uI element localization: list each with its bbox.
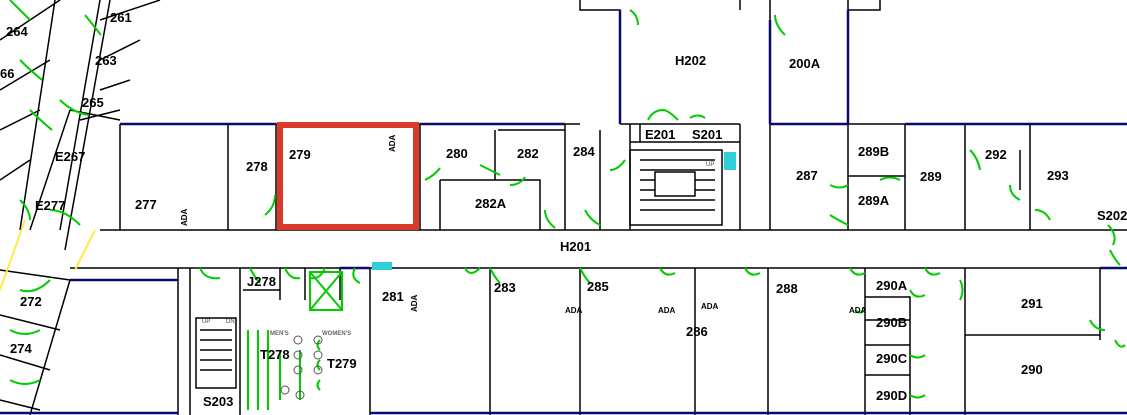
stair-up-label-s203: UP — [202, 319, 211, 325]
room-t278[interactable]: T278 — [260, 347, 290, 362]
room-282[interactable]: 282 — [517, 146, 539, 161]
room-290a[interactable]: 290A — [876, 278, 908, 293]
stair-dn-label-s203: DN — [226, 319, 235, 325]
room-s203[interactable]: S203 — [203, 394, 234, 409]
room-e201[interactable]: E201 — [645, 127, 676, 142]
room-289a[interactable]: 289A — [858, 193, 890, 208]
womens-restroom-sign: WOMEN'S — [322, 331, 352, 337]
mens-restroom-sign: MEN'S — [270, 331, 289, 337]
room-283[interactable]: 283 — [494, 280, 516, 295]
room-272[interactable]: 272 — [20, 294, 42, 309]
room-291[interactable]: 291 — [1021, 296, 1043, 311]
room-287[interactable]: 287 — [796, 168, 818, 183]
ada-281: ADA — [410, 294, 419, 312]
room-290b[interactable]: 290B — [876, 315, 908, 330]
room-280[interactable]: 280 — [446, 146, 468, 161]
room-288[interactable]: 288 — [776, 281, 798, 296]
room-200a[interactable]: 200A — [789, 56, 821, 71]
room-293[interactable]: 293 — [1047, 168, 1069, 183]
room-278[interactable]: 278 — [246, 159, 268, 174]
room-265[interactable]: 265 — [82, 95, 104, 110]
room-266[interactable]: 66 — [0, 66, 15, 81]
room-289b[interactable]: 289B — [858, 144, 890, 159]
outer-walls — [0, 10, 1127, 415]
room-289[interactable]: 289 — [920, 169, 942, 184]
ada-277: ADA — [180, 208, 189, 226]
door-swings — [9, 0, 1126, 410]
room-263[interactable]: 263 — [95, 53, 117, 68]
room-274[interactable]: 274 — [10, 341, 32, 356]
stair-up-label-e201: UP — [706, 162, 715, 168]
room-e277[interactable]: E277 — [35, 198, 66, 213]
elevator-marker-south — [372, 262, 392, 270]
highlighted-room-279-outline[interactable] — [277, 122, 419, 230]
corridor-h201[interactable]: H201 — [560, 239, 592, 254]
fixtures — [280, 335, 323, 400]
room-e267[interactable]: E267 — [55, 149, 86, 164]
room-s201[interactable]: S201 — [692, 127, 723, 142]
room-j278[interactable]: J278 — [247, 274, 276, 289]
room-290[interactable]: 290 — [1021, 362, 1043, 377]
room-261[interactable]: 261 — [110, 10, 132, 25]
room-h202[interactable]: H202 — [675, 53, 707, 68]
ada-286-right: ADA — [701, 302, 719, 311]
room-285[interactable]: 285 — [587, 279, 609, 294]
room-290d[interactable]: 290D — [876, 388, 908, 403]
room-282a[interactable]: 282A — [475, 196, 507, 211]
room-284[interactable]: 284 — [573, 144, 595, 159]
room-292[interactable]: 292 — [985, 147, 1007, 162]
room-s202[interactable]: S202 — [1097, 208, 1127, 223]
yellow-path — [0, 219, 96, 291]
room-279[interactable]: 279 — [289, 147, 311, 162]
room-290c[interactable]: 290C — [876, 351, 908, 366]
room-286[interactable]: 286 — [686, 324, 708, 339]
ada-288: ADA — [849, 306, 867, 315]
room-277[interactable]: 277 — [135, 197, 157, 212]
ada-286-left: ADA — [658, 306, 676, 315]
room-264[interactable]: 264 — [6, 24, 28, 39]
ada-279: ADA — [388, 134, 397, 152]
elevator-marker-north — [724, 152, 736, 170]
room-t279[interactable]: T279 — [327, 356, 357, 371]
ada-285: ADA — [565, 306, 583, 315]
room-281[interactable]: 281 — [382, 289, 404, 304]
